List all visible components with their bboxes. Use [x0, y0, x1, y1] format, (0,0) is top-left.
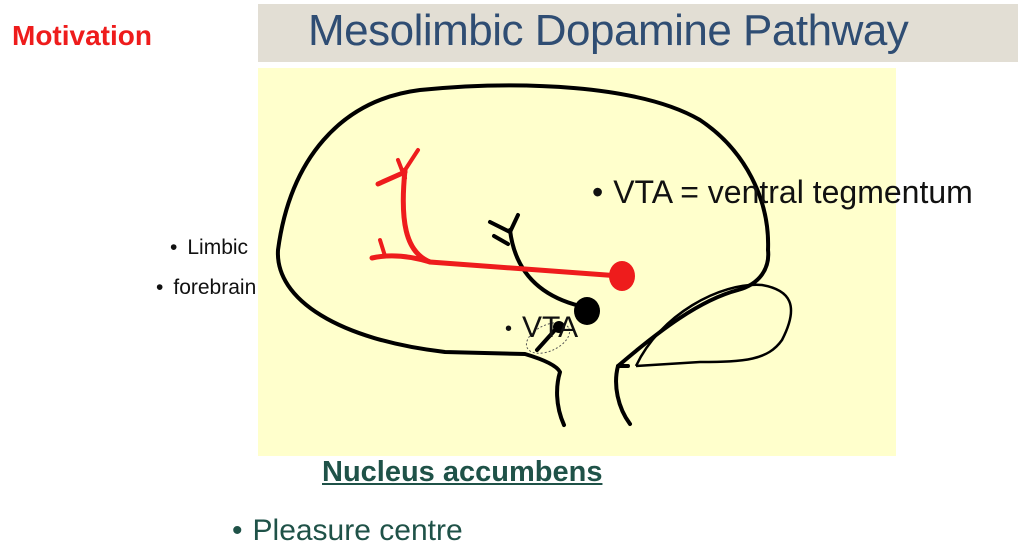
limbic-label: • Limbic — [170, 236, 248, 260]
red-pathway-main — [400, 167, 623, 279]
bullet-icon: • — [156, 276, 164, 299]
diagram-panel — [258, 68, 896, 456]
red-pathway-upper-twig — [403, 148, 420, 172]
pleasure-centre-text: Pleasure centre — [252, 514, 463, 547]
cerebellum — [634, 283, 793, 368]
forebrain-text: forebrain — [173, 276, 257, 299]
topic-label: Motivation — [12, 20, 152, 51]
vta-definition-label: •VTA = ventral tegmentum — [592, 174, 973, 211]
bullet-icon: • — [170, 236, 178, 259]
brainstem-front — [614, 364, 632, 426]
black-pathway-branch-1 — [488, 220, 512, 234]
red-pathway-lower-twig — [378, 238, 387, 258]
vta-text: VTA — [522, 311, 579, 344]
black-pathway — [508, 228, 582, 308]
pleasure-centre-bullet: • Pleasure centre — [232, 514, 463, 548]
black-pathway-branch-2 — [508, 213, 520, 234]
red-pathway-upper-twig-2 — [396, 158, 407, 180]
vta-small-nucleus — [553, 321, 565, 333]
black-pathway-branch-3 — [492, 234, 510, 246]
bullet-icon: • — [592, 174, 604, 210]
brain-outline — [275, 83, 771, 427]
forebrain-label: • forebrain — [156, 276, 256, 300]
bullet-icon: • — [232, 514, 243, 547]
bullet-icon: • — [505, 317, 513, 340]
black-nucleus — [574, 297, 600, 325]
limbic-text: Limbic — [187, 236, 249, 259]
red-pathway-upper-branch — [375, 169, 408, 187]
vta-dotted-region — [525, 322, 571, 354]
vta-label: • VTA — [505, 311, 578, 345]
nucleus-accumbens-heading: Nucleus accumbens — [322, 456, 603, 488]
vta-definition-text: VTA = ventral tegmentum — [613, 174, 973, 210]
title-bar — [258, 4, 1018, 62]
vta-red-nucleus — [609, 261, 635, 291]
vta-connector — [535, 328, 557, 352]
slide-title: Mesolimbic Dopamine Pathway — [308, 6, 909, 55]
red-pathway-lower-branch — [369, 253, 433, 265]
